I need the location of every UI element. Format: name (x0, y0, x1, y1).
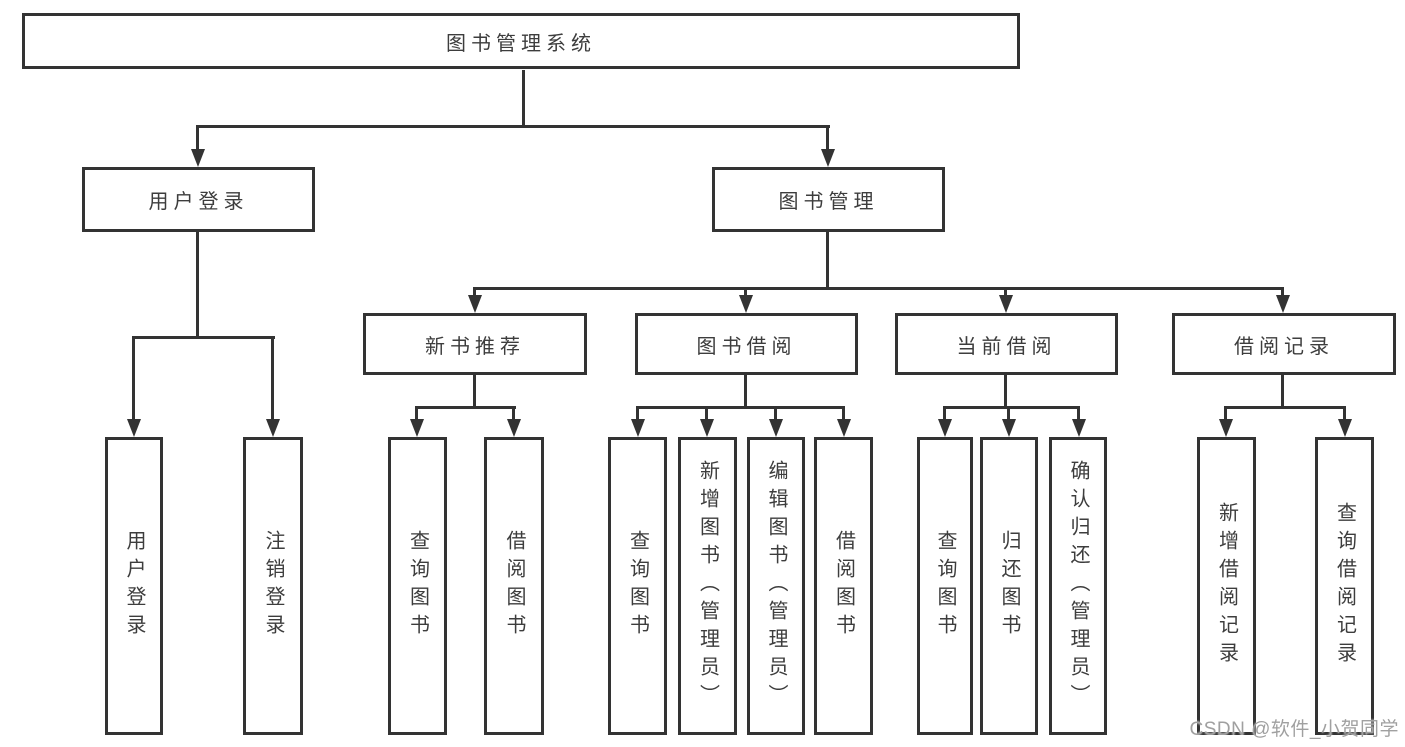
node-leaf-add-borrow-record: 新增借阅记录 (1197, 437, 1256, 735)
node-leaf-return-books: 归还图书 (980, 437, 1038, 735)
node-borrowing-records: 借阅记录 (1172, 313, 1396, 375)
node-new-book-recommendation: 新书推荐 (363, 313, 587, 375)
node-leaf-add-book-admin: 新增图书（管理员） (678, 437, 737, 735)
node-label: 编辑图书（管理员） (765, 460, 787, 712)
connector-line (826, 125, 829, 151)
node-leaf-query-borrow-record: 查询借阅记录 (1315, 437, 1374, 735)
node-label: 查询借阅记录 (1333, 502, 1356, 670)
connector-line (473, 287, 1284, 290)
node-label: 图书管理 (778, 191, 879, 213)
node-label: 新增借阅记录 (1215, 502, 1238, 670)
arrow-down-icon (266, 419, 280, 437)
node-label: 借阅图书 (832, 530, 855, 642)
node-label: 用户登录 (148, 191, 249, 213)
connector-line (943, 406, 946, 421)
connector-line (636, 406, 845, 409)
arrow-down-icon (127, 419, 141, 437)
node-leaf-query-books-1: 查询图书 (388, 437, 447, 735)
node-leaf-user-login: 用户登录 (105, 437, 163, 735)
connector-line (744, 375, 747, 408)
connector-line (1281, 287, 1284, 297)
connector-line (705, 406, 708, 421)
node-label: 用户登录 (123, 530, 145, 642)
connector-line (196, 232, 199, 339)
node-label: 查询图书 (406, 530, 429, 642)
node-leaf-query-books-2: 查询图书 (608, 437, 667, 735)
node-leaf-borrow-books-2: 借阅图书 (814, 437, 873, 735)
node-label: 借阅记录 (1234, 335, 1334, 358)
node-leaf-borrow-books-1: 借阅图书 (484, 437, 544, 735)
arrow-down-icon (191, 149, 205, 167)
node-leaf-edit-book-admin: 编辑图书（管理员） (747, 437, 805, 735)
connector-line (744, 287, 747, 297)
arrow-down-icon (410, 419, 424, 437)
connector-line (196, 125, 830, 128)
arrow-down-icon (739, 295, 753, 313)
arrow-down-icon (769, 419, 783, 437)
connector-line (1224, 406, 1227, 421)
arrow-down-icon (999, 295, 1013, 313)
node-label: 图书管理系统 (446, 32, 596, 55)
node-current-borrowing: 当前借阅 (895, 313, 1118, 375)
arrow-down-icon (468, 295, 482, 313)
connector-line (512, 406, 515, 421)
node-label: 归还图书 (998, 530, 1020, 642)
arrow-down-icon (1338, 419, 1352, 437)
node-user-login: 用户登录 (82, 167, 315, 232)
node-book-management: 图书管理 (712, 167, 945, 232)
connector-line (1007, 406, 1010, 421)
node-book-borrowing: 图书借阅 (635, 313, 858, 375)
node-label: 查询图书 (626, 530, 649, 642)
node-label: 查询图书 (934, 530, 956, 642)
connector-line (473, 287, 476, 297)
connector-line (774, 406, 777, 421)
arrow-down-icon (938, 419, 952, 437)
connector-line (1343, 406, 1346, 421)
csdn-watermark: CSDN @软件_小贺同学 (1189, 719, 1399, 740)
arrow-down-icon (507, 419, 521, 437)
connector-line (132, 336, 275, 339)
connector-line (415, 406, 418, 421)
connector-line (842, 406, 845, 421)
connector-line (522, 70, 525, 127)
arrow-down-icon (700, 419, 714, 437)
connector-line (1004, 287, 1007, 297)
arrow-down-icon (821, 149, 835, 167)
node-label: 图书借阅 (696, 335, 797, 358)
node-label: 当前借阅 (956, 335, 1057, 358)
connector-line (271, 336, 274, 421)
arrow-down-icon (1002, 419, 1016, 437)
node-label: 新书推荐 (425, 335, 525, 358)
connector-line (1224, 406, 1346, 409)
connector-line (1004, 375, 1007, 408)
node-leaf-confirm-return-admin: 确认归还（管理员） (1049, 437, 1107, 735)
arrow-down-icon (1072, 419, 1086, 437)
connector-line (132, 336, 135, 421)
connector-line (473, 375, 476, 408)
connector-line (943, 406, 1080, 409)
arrow-down-icon (837, 419, 851, 437)
node-label: 新增图书（管理员） (696, 460, 719, 712)
node-leaf-query-books-3: 查询图书 (917, 437, 973, 735)
arrow-down-icon (1276, 295, 1290, 313)
node-label: 注销登录 (262, 530, 284, 642)
connector-line (826, 232, 829, 290)
node-leaf-logout: 注销登录 (243, 437, 303, 735)
connector-line (196, 125, 199, 151)
node-label: 确认归还（管理员） (1067, 460, 1089, 712)
connector-line (1077, 406, 1080, 421)
node-label: 借阅图书 (503, 530, 525, 642)
arrow-down-icon (631, 419, 645, 437)
connector-line (636, 406, 639, 421)
connector-line (1281, 375, 1284, 408)
node-library-management-system: 图书管理系统 (22, 13, 1020, 69)
arrow-down-icon (1219, 419, 1233, 437)
connector-line (415, 406, 516, 409)
